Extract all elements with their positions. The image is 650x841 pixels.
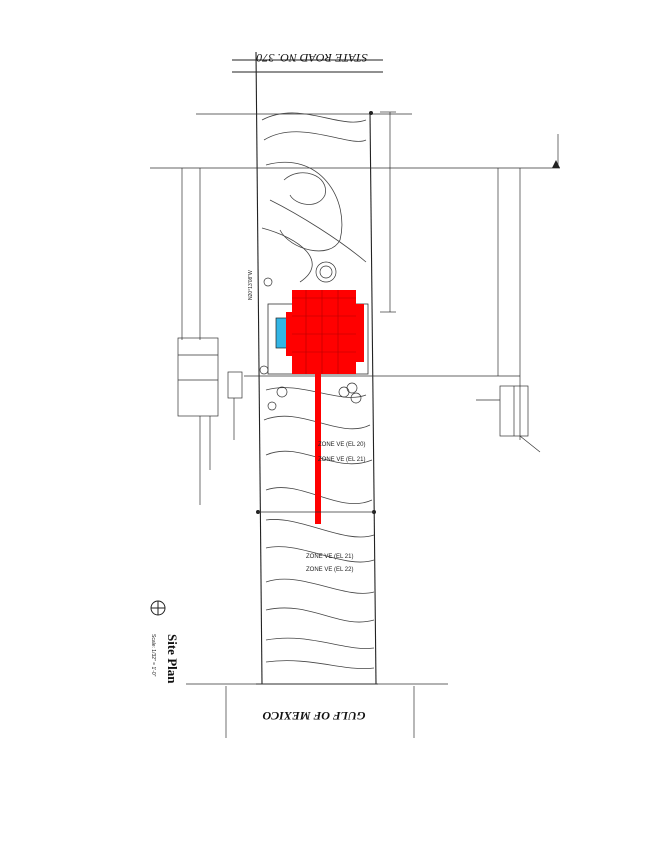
- survey-markers: [256, 111, 376, 514]
- gulf-label: GULF OF MEXICO: [262, 709, 365, 723]
- left-detail-block: [177, 337, 243, 505]
- zone-label: ZONE VE (EL 21): [318, 457, 365, 463]
- site-plan-scale: Scale: 1/32" = 1'-0": [150, 634, 156, 677]
- reference-lines: [150, 111, 560, 738]
- flood-zone-labels: ZONE VE (EL 20) ZONE VE (EL 21) ZONE VE …: [306, 442, 365, 573]
- contour-lines: [261, 112, 375, 670]
- walkway: [315, 374, 321, 524]
- zone-label: ZONE VE (EL 20): [318, 442, 365, 448]
- zone-label: ZONE VE (EL 22): [306, 567, 353, 573]
- site-plan-title: Site Plan: [165, 634, 180, 684]
- north-arrow-icon: [150, 600, 166, 616]
- road-label: STATE ROAD NO. 370: [256, 51, 367, 65]
- right-detail-block: [476, 385, 541, 453]
- zone-label: ZONE VE (EL 21): [306, 554, 353, 560]
- house-footprint: [286, 290, 364, 374]
- bearing-label: N20°13'08"W: [248, 270, 254, 300]
